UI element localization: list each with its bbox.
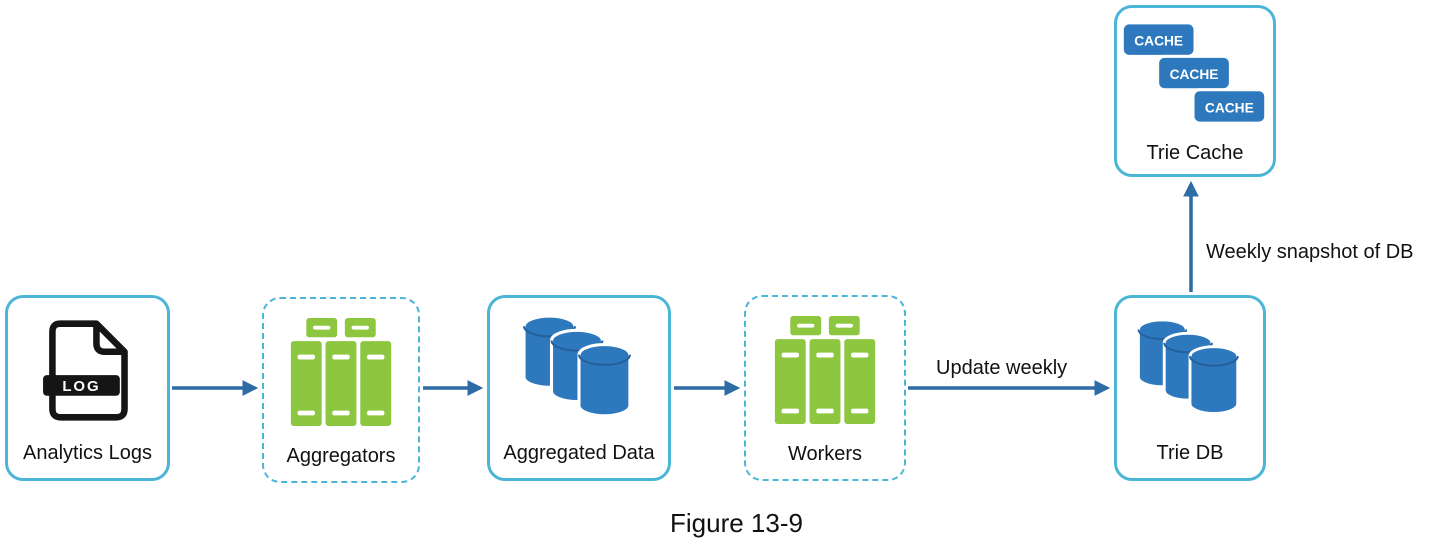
- cache-text: CACHE: [1134, 34, 1183, 49]
- node-label-trie-db: Trie DB: [1156, 442, 1224, 464]
- db-cylinder-right: [1188, 344, 1240, 415]
- server-cluster-icon: [746, 297, 904, 443]
- node-label-trie-cache: Trie Cache: [1146, 142, 1244, 164]
- cache-text: CACHE: [1170, 67, 1219, 82]
- cache-block-1: CACHE: [1120, 21, 1197, 58]
- log-document-svg: LOG: [42, 319, 128, 421]
- server-cluster-icon: [264, 299, 418, 445]
- cache-stack-icon: CACHE CACHE CACHE: [1117, 8, 1273, 142]
- edge-label-update-weekly: Update weekly: [936, 357, 1068, 379]
- server-cluster-svg: [290, 318, 392, 426]
- node-trie-cache: CACHE CACHE CACHE Trie Cache: [1114, 5, 1276, 177]
- server-slots: [297, 325, 385, 416]
- log-text: LOG: [62, 378, 100, 395]
- node-label-analytics-logs: Analytics Logs: [23, 442, 152, 464]
- node-analytics-logs: LOG Analytics Logs: [5, 295, 170, 481]
- database-cluster-icon: [490, 298, 668, 442]
- database-cluster-icon: [1117, 298, 1263, 442]
- cache-block-2: CACHE: [1156, 54, 1232, 92]
- document-fold: [92, 323, 125, 355]
- node-label-aggregators: Aggregators: [286, 445, 396, 467]
- edge-label-weekly-snapshot: Weekly snapshot of DB: [1206, 241, 1414, 263]
- database-cluster-svg: [522, 314, 632, 418]
- node-trie-db: Trie DB: [1114, 295, 1266, 481]
- cache-text: CACHE: [1205, 100, 1254, 115]
- server-slots: [781, 323, 869, 414]
- node-aggregated-data: Aggregated Data: [487, 295, 671, 481]
- log-document-icon: LOG: [8, 298, 167, 442]
- document-outline: [48, 319, 128, 421]
- database-cluster-svg: [1137, 318, 1240, 415]
- server-cluster-svg: [774, 316, 876, 424]
- server-bodies: [774, 316, 876, 424]
- cache-block-3: CACHE: [1191, 88, 1268, 125]
- node-workers: Workers: [744, 295, 906, 481]
- node-aggregators: Aggregators: [262, 297, 420, 483]
- figure-caption: Figure 13-9: [670, 508, 803, 538]
- db-cylinder-right: [577, 343, 632, 418]
- cache-stack-svg: CACHE CACHE CACHE: [1120, 21, 1268, 125]
- log-banner: [42, 374, 120, 396]
- node-label-workers: Workers: [787, 443, 863, 465]
- node-label-aggregated-data: Aggregated Data: [503, 442, 655, 464]
- server-bodies: [290, 318, 392, 426]
